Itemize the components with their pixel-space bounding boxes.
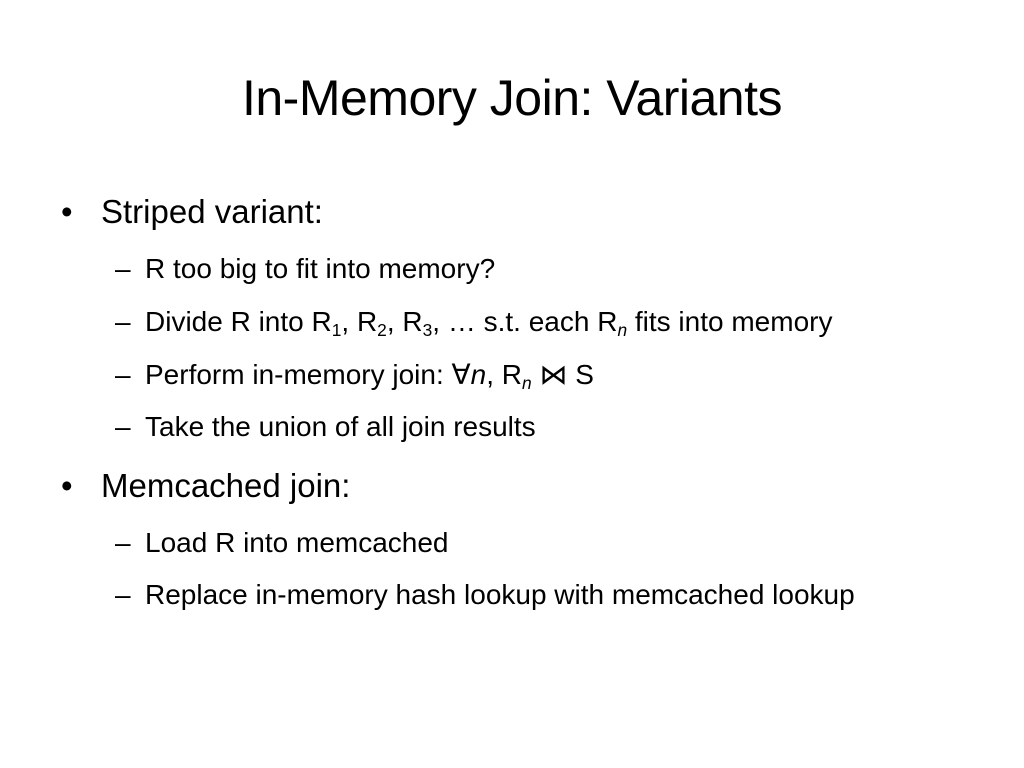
subscript: n: [522, 372, 532, 393]
sub-item-text: R too big to fit into memory?: [145, 253, 496, 284]
sub-item: – Replace in-memory hash lookup with mem…: [115, 578, 935, 612]
bullet-icon: •: [61, 467, 73, 504]
sub-item: – Load R into memcached: [115, 526, 449, 560]
dash-icon: –: [115, 527, 131, 558]
subscript: n: [617, 319, 628, 340]
text-fragment: , R: [341, 306, 378, 337]
text-fragment: fits into memory: [627, 306, 833, 337]
text-fragment: , R: [486, 359, 523, 390]
bullet-label: Memcached join:: [101, 467, 351, 504]
sub-item-text: Load R into memcached: [145, 527, 449, 558]
bullet-item-memcached-join: • Memcached join:: [61, 466, 351, 506]
dash-icon: –: [115, 359, 131, 390]
dash-icon: –: [115, 411, 131, 442]
dash-icon: –: [115, 306, 131, 337]
subscript: 3: [422, 319, 433, 340]
sub-item: – Divide R into R1, R2, R3, … s.t. each …: [115, 305, 833, 340]
bullet-label: Striped variant:: [101, 193, 323, 230]
bullet-item-striped-variant: • Striped variant:: [61, 192, 323, 232]
variable-n: n: [470, 359, 487, 390]
sub-item: – Take the union of all join results: [115, 410, 536, 444]
sub-item-text: Take the union of all join results: [145, 411, 536, 442]
sub-item-text: Divide R into R: [145, 306, 332, 337]
sub-item-text: Perform in-memory join:: [145, 359, 452, 390]
dash-icon: –: [115, 253, 131, 284]
forall-symbol: ∀: [451, 359, 471, 390]
bullet-icon: •: [61, 193, 73, 230]
subscript: 1: [331, 319, 342, 340]
subscript: 2: [377, 319, 387, 340]
dash-icon: –: [115, 579, 131, 610]
slide-title: In-Memory Join: Variants: [241, 70, 783, 126]
text-fragment: , R: [386, 306, 423, 337]
text-fragment: ⋈ S: [531, 359, 594, 390]
sub-item-text: Replace in-memory hash lookup with memca…: [145, 579, 855, 610]
sub-item: – Perform in-memory join: ∀n, Rn ⋈ S: [115, 358, 594, 393]
text-fragment: , … s.t. each R: [432, 306, 618, 337]
sub-item: – R too big to fit into memory?: [115, 252, 496, 286]
